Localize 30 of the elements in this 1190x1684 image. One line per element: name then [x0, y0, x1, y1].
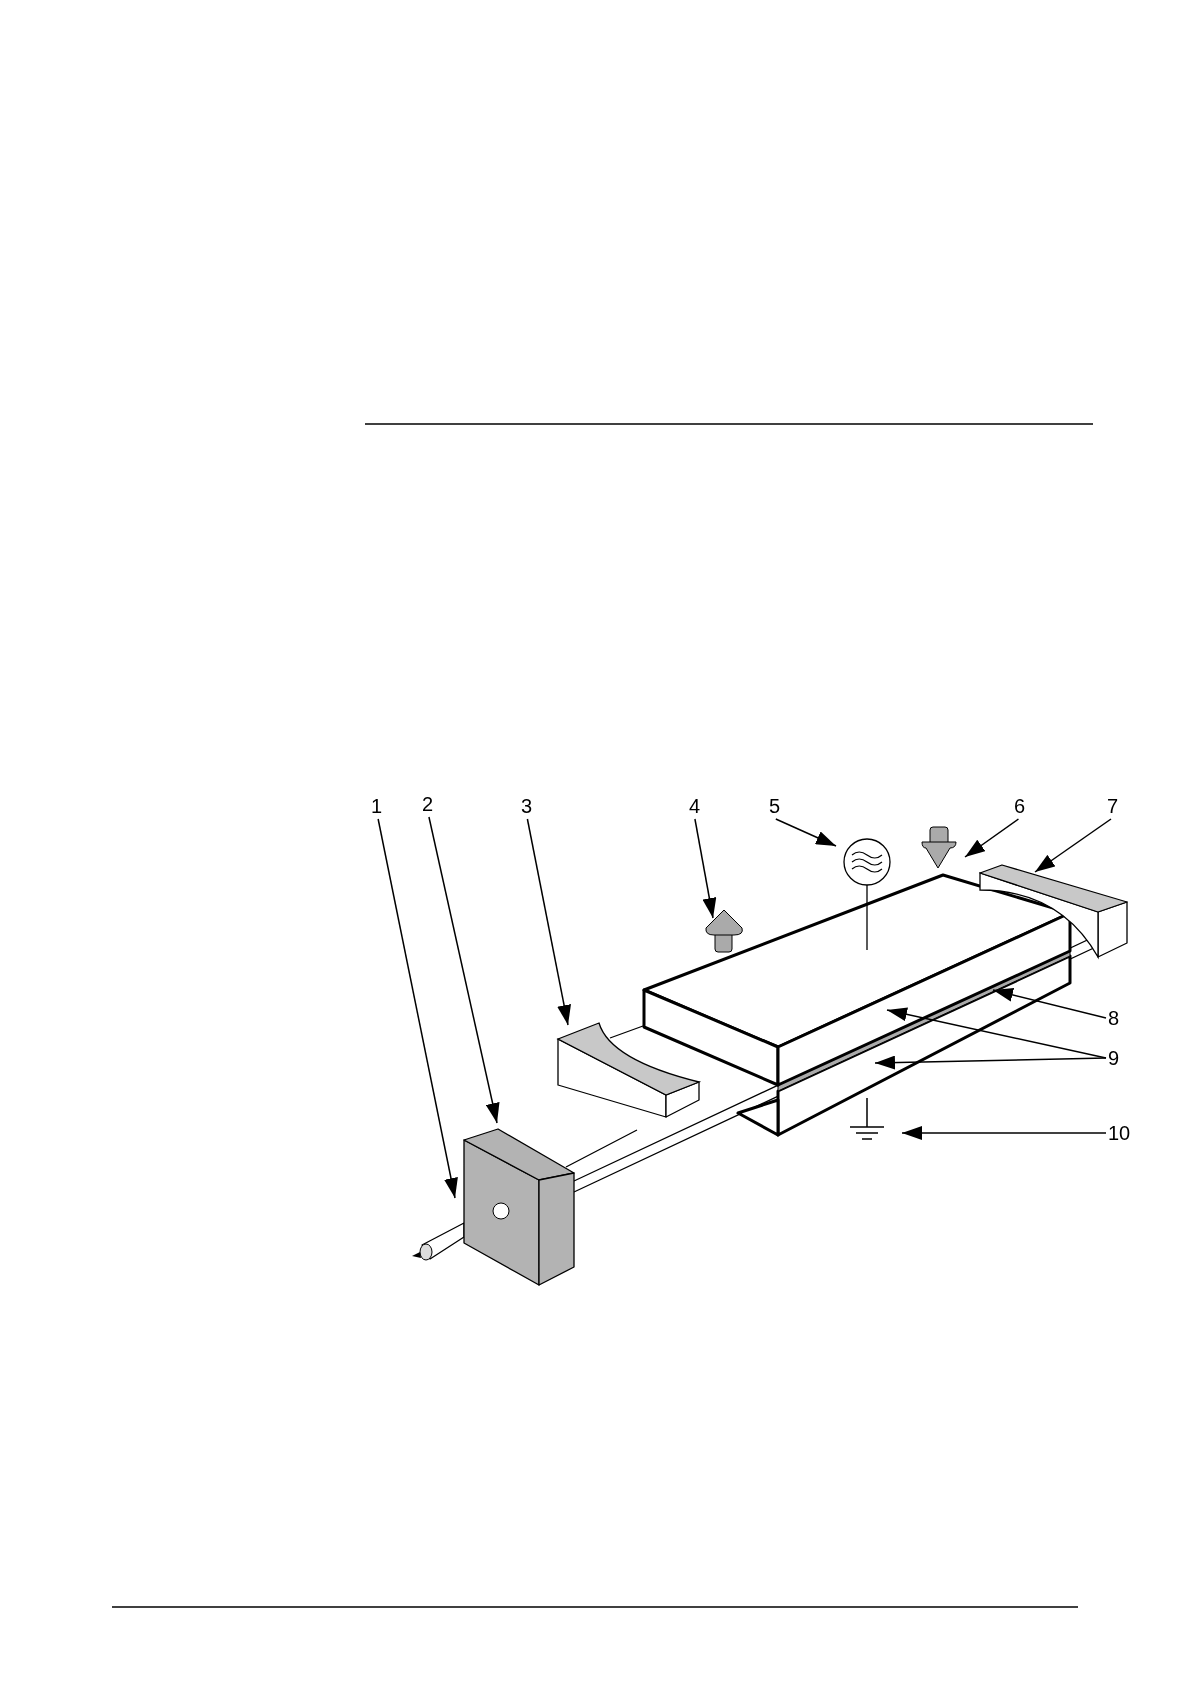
callout-number: 6: [1014, 795, 1026, 817]
cable-drawing: [412, 1222, 465, 1261]
callout-number: 3: [521, 795, 533, 817]
callout-number: 8: [1108, 1007, 1120, 1029]
leader-arrow: [992, 988, 1107, 1019]
leader-arrow: [775, 818, 837, 847]
lower-electrode: [736, 954, 1072, 1137]
leader-arrow: [964, 818, 1020, 858]
leader-arrow: [694, 818, 717, 919]
upper-electrode: [642, 873, 1072, 1087]
leader-arrow: [377, 818, 458, 1199]
leader-arrow: [901, 1126, 1107, 1140]
rf-source-symbol: [843, 838, 891, 951]
outlet-nozzle: [705, 909, 743, 953]
callout-number: 9: [1108, 1047, 1120, 1069]
rear-mirror: [557, 1022, 700, 1118]
leader-arrow: [874, 1055, 1107, 1070]
callout-number: 4: [689, 795, 701, 817]
leader-arrow: [1034, 818, 1112, 873]
callout-number: 10: [1108, 1122, 1131, 1144]
callout-number: 1: [371, 795, 383, 817]
callout-number: 5: [769, 795, 781, 817]
ground-symbol: [849, 1097, 885, 1140]
leader-arrow: [526, 818, 571, 1026]
callout-number: 7: [1107, 795, 1119, 817]
callout-number: 2: [422, 793, 434, 815]
leader-arrow: [428, 816, 500, 1124]
inlet-nozzle: [921, 826, 957, 869]
front-mirror: [979, 864, 1128, 958]
mount-block: [463, 1128, 575, 1286]
